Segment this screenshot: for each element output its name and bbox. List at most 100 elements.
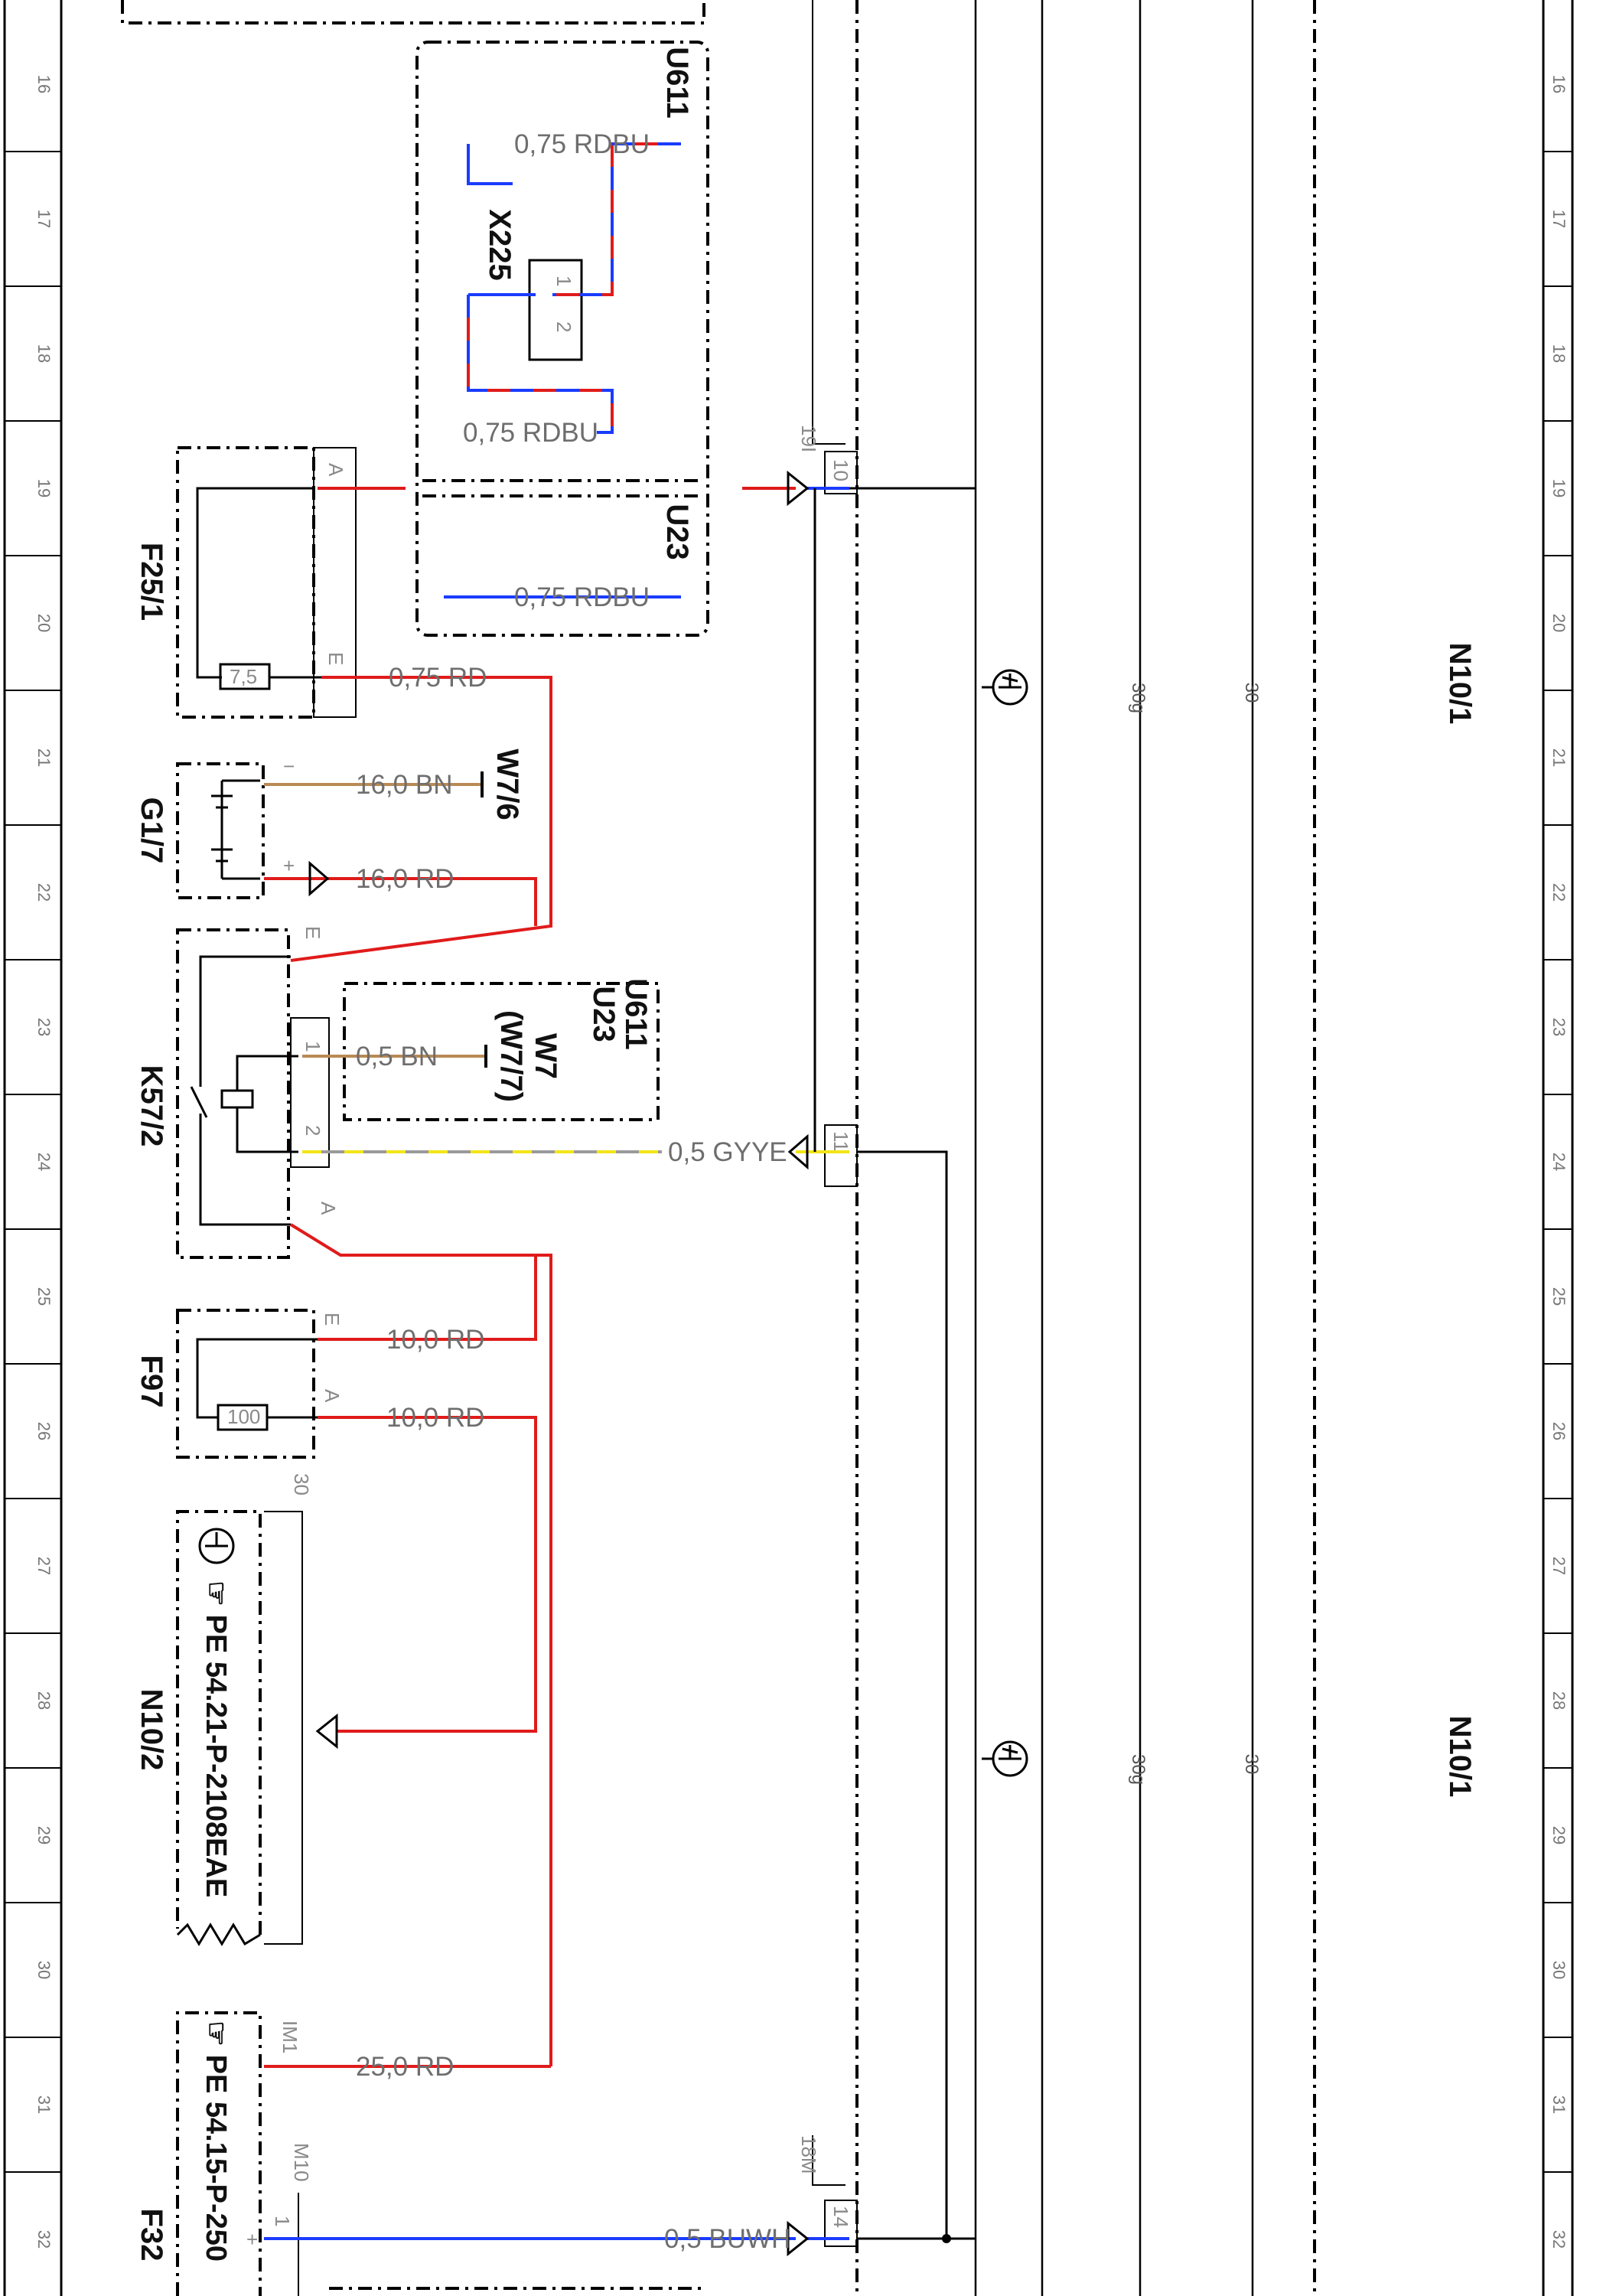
grid-row-label: 27 xyxy=(1549,1557,1569,1575)
grid-row-label: 17 xyxy=(1549,210,1569,228)
grid-row-label: 23 xyxy=(1549,1018,1569,1036)
transistor-icon xyxy=(198,1528,235,1564)
relay-icon xyxy=(190,955,330,1226)
f25-1-label: F25/1 xyxy=(135,543,168,621)
grid-row-label: 22 xyxy=(34,883,54,902)
wire-label: 0,5 GYYE xyxy=(668,1137,787,1167)
pin-label: M10 xyxy=(290,2143,313,2182)
grid-row-label: 20 xyxy=(1549,614,1569,632)
x225-connector xyxy=(528,259,583,361)
f97-a-wire xyxy=(318,1416,537,1733)
grid-row-label: 24 xyxy=(1549,1153,1569,1171)
grid-row-label: 19 xyxy=(1549,479,1569,497)
left-grid-border xyxy=(3,0,63,2296)
u611-u23-frame xyxy=(415,41,709,637)
grid-row-label: 26 xyxy=(1549,1422,1569,1440)
f97-frame xyxy=(176,1309,315,1459)
pin-label: 1 xyxy=(301,1041,324,1052)
k57-a-wire xyxy=(289,1223,552,2066)
u611-label: U611 xyxy=(619,978,653,1049)
pin-label: A xyxy=(317,1202,340,1215)
n10-1-label: N10/1 xyxy=(1443,643,1477,725)
rdbu-wire xyxy=(444,142,681,598)
transistor-icon xyxy=(982,1740,1028,1777)
grid-row-label: 17 xyxy=(34,210,54,228)
pin-label: A xyxy=(324,463,347,477)
fuse-rating: 100 xyxy=(227,1405,260,1428)
pin-label: 11 xyxy=(829,1131,852,1152)
f32-reference-link[interactable]: ☞ PE 54.15-P-250 xyxy=(200,2020,232,2262)
pin-label: 10 xyxy=(829,459,852,481)
pin-label: 2 xyxy=(552,321,575,332)
n10-2-internals xyxy=(264,1511,303,1945)
n10-1-boundary xyxy=(855,0,1316,2296)
grid-row-label: 30 xyxy=(1549,1961,1569,1979)
f25-e-wire xyxy=(290,676,552,962)
pin-label: 2 xyxy=(301,1125,324,1136)
g17-pos-wire xyxy=(264,877,537,926)
u23-label: U23 xyxy=(660,504,694,559)
connector-arrow-icon xyxy=(787,470,810,507)
wire-label: 0,75 RD xyxy=(389,663,487,693)
grid-row-label: 24 xyxy=(34,1153,54,1171)
grid-row-label: 25 xyxy=(34,1287,54,1306)
u611-label: U611 xyxy=(660,47,694,118)
grid-row-label: 16 xyxy=(34,75,54,93)
grid-row-label: 28 xyxy=(34,1691,54,1710)
bus-label-30: 30 xyxy=(1241,683,1262,703)
wire-label: 0,75 RDBU xyxy=(514,582,650,612)
u611-u23-w7-frame xyxy=(343,982,660,1121)
grid-row-label: 32 xyxy=(1549,2230,1569,2249)
f97-e-wire xyxy=(318,1255,537,1341)
n10-2-frame xyxy=(176,1510,262,1935)
grid-row-label: 26 xyxy=(34,1422,54,1440)
wire-label: 0,5 BN xyxy=(356,1042,438,1071)
f32-label: F32 xyxy=(135,2209,168,2262)
wire-label: 16,0 BN xyxy=(356,770,452,800)
wire-label: 16,0 RD xyxy=(356,864,454,894)
grid-row-label: 29 xyxy=(34,1826,54,1844)
w7-label: W7 xyxy=(529,1033,562,1079)
grid-row-label: 18 xyxy=(1549,344,1569,363)
connector-arrow-icon xyxy=(308,860,330,897)
n10-2-label: N10/2 xyxy=(135,1689,168,1771)
bus-lines xyxy=(974,0,1254,2296)
pin-label: − xyxy=(283,755,295,778)
wire-label: 25,0 RD xyxy=(356,2052,454,2082)
grid-row-label: 20 xyxy=(34,614,54,632)
grid-row-label: 32 xyxy=(34,2230,54,2249)
pin-label: E xyxy=(324,652,347,665)
battery-icon xyxy=(211,779,260,880)
grid-row-label: 31 xyxy=(1549,2095,1569,2114)
grid-row-label: 28 xyxy=(1549,1691,1569,1710)
grid-row-label: 27 xyxy=(34,1557,54,1575)
f97-label: F97 xyxy=(135,1355,168,1408)
pin-label: A xyxy=(321,1389,344,1403)
fuse-rating: 7,5 xyxy=(230,665,257,688)
connector-arrow-icon xyxy=(315,1713,338,1750)
g1-7-frame xyxy=(176,762,265,899)
bus-label-30g: 30g xyxy=(1128,1754,1148,1785)
x225-label: X225 xyxy=(483,209,516,280)
transistor-icon xyxy=(982,669,1028,706)
pin-label: 18M xyxy=(797,2135,820,2174)
k57-2-label: K57/2 xyxy=(135,1065,168,1147)
pin-label: IM1 xyxy=(279,2020,301,2053)
wire-label: 0,5 BUWH xyxy=(664,2224,790,2254)
pin-label: 1 xyxy=(271,2216,294,2226)
pin-label: 19I xyxy=(797,425,820,452)
w7-6-label: W7/6 xyxy=(490,748,524,820)
f32-frame xyxy=(176,2011,262,2296)
f97-internals xyxy=(196,1338,318,1431)
n10-1-label: N10/1 xyxy=(1443,1716,1477,1798)
pin-label: E xyxy=(301,926,324,939)
wire-label: 10,0 RD xyxy=(386,1325,484,1355)
right-grid-border xyxy=(1542,0,1574,2296)
wire-label: 0,75 RDBU xyxy=(514,129,650,159)
pin-label: 30 xyxy=(290,1473,313,1495)
u23-label: U23 xyxy=(587,986,621,1042)
n10-2-reference-link[interactable]: ☞ PE 54.21-P-2108EAE xyxy=(200,1580,232,1897)
pin-label: 1 xyxy=(552,276,575,286)
w7-7-label: (W7/7) xyxy=(494,1010,528,1102)
